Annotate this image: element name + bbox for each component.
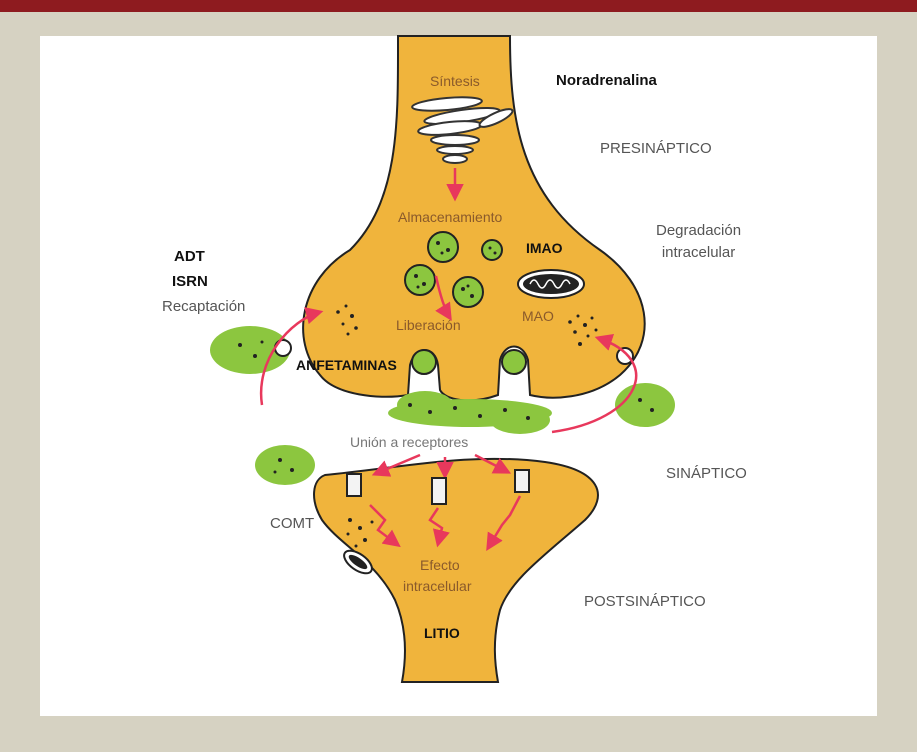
mao-label: MAO (522, 308, 554, 324)
mitochondrion-icon (518, 270, 584, 298)
isrn-label: ISRN (172, 273, 208, 290)
receptor-icon (347, 474, 361, 496)
imao-label: IMAO (526, 240, 563, 256)
reuptake-transporter-right (617, 348, 633, 364)
receptor-icon (515, 470, 529, 492)
degradation-label: Degradación intracelular (656, 220, 741, 264)
effect-label-line2: intracelular (403, 578, 471, 594)
vesicle-icon (405, 265, 435, 295)
receptor-binding-label: Unión a receptores (350, 434, 468, 450)
synthesis-label: Síntesis (430, 73, 480, 89)
vesicle-icon (428, 232, 458, 262)
presynaptic-label: PRESINÁPTICO (600, 140, 712, 157)
title-label: Noradrenalina (556, 72, 657, 89)
lithium-label: LITIO (424, 625, 460, 641)
storage-label: Almacenamiento (398, 209, 502, 225)
receptor-icon (432, 478, 446, 504)
amphetamines-label: ANFETAMINAS (296, 357, 397, 373)
comt-label: COMT (270, 515, 314, 532)
release-label: Liberación (396, 317, 461, 333)
postsynaptic-label: POSTSINÁPTICO (584, 593, 706, 610)
synaptic-label: SINÁPTICO (666, 465, 747, 482)
vesicle-icon (482, 240, 502, 260)
adt-label: ADT (174, 248, 205, 265)
effect-label-line1: Efecto (420, 557, 460, 573)
reuptake-label: Recaptación (162, 298, 245, 315)
vesicle-icon (453, 277, 483, 307)
